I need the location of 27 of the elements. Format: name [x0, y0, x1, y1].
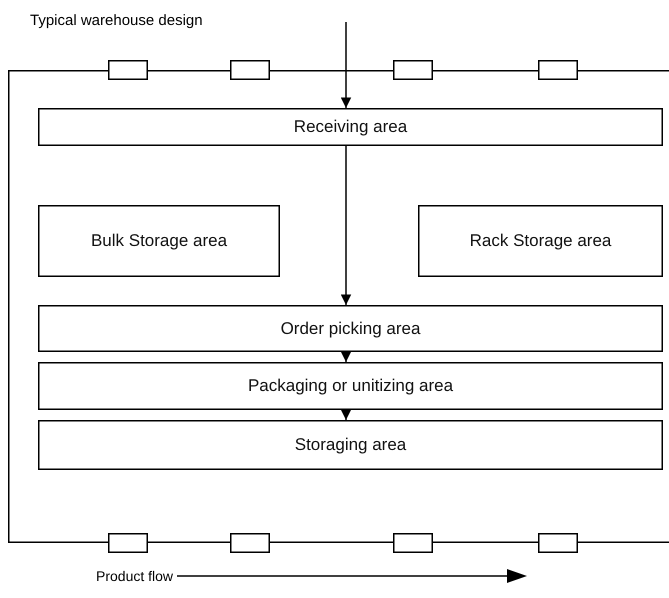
diagram-title: Typical warehouse design — [30, 12, 203, 29]
dock-door — [393, 533, 433, 553]
area-box — [38, 108, 663, 146]
area-box — [418, 205, 663, 277]
area-label: Storaging area — [294, 435, 406, 455]
area-box — [38, 305, 663, 352]
arrow — [340, 146, 352, 305]
dock-door — [108, 533, 148, 553]
dock-door — [108, 60, 148, 80]
area-label: Rack Storage area — [470, 231, 612, 251]
area-box — [38, 205, 280, 277]
dock-door — [538, 60, 578, 80]
area-label: Bulk Storage area — [90, 231, 228, 251]
area-label: Receiving area — [294, 117, 408, 137]
area-box — [38, 362, 663, 410]
dock-door — [230, 60, 270, 80]
dock-door — [393, 60, 433, 80]
area-label: Packaging or unitizing area — [248, 376, 454, 396]
warehouse-outline — [8, 70, 669, 543]
area-box — [38, 420, 663, 470]
area-label: Order picking area — [280, 318, 420, 338]
legend-label: Product flow — [96, 568, 174, 584]
arrow — [340, 410, 352, 420]
dock-door — [230, 533, 270, 553]
dock-door — [538, 533, 578, 553]
arrow — [340, 22, 352, 108]
arrow — [340, 352, 352, 362]
